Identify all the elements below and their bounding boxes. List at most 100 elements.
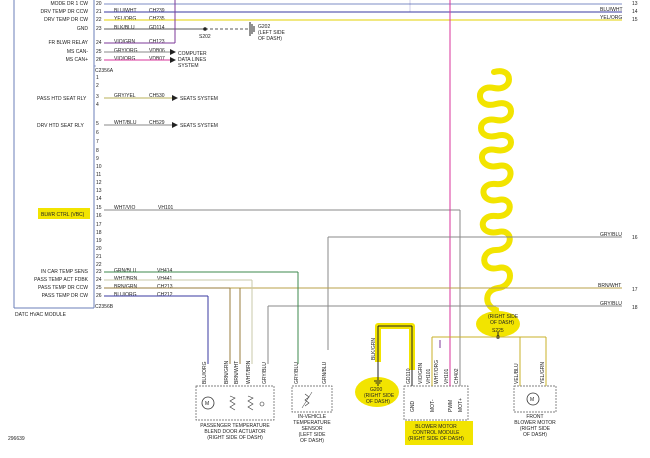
front-blower-title: BLOWER MOTOR (514, 420, 556, 426)
front-blower-wire-color: YEL/GRN (540, 362, 546, 384)
s225-label: S225 (492, 328, 504, 334)
pin-number-bottom: 25 (96, 285, 102, 291)
pin-number-top: 21 (96, 9, 102, 15)
door-actuator-title: (RIGHT SIDE OF DASH) (207, 435, 263, 441)
g200-loc-1: (RIGHT SIDE (364, 393, 395, 399)
wire-color-top: BLU/WHT (114, 8, 137, 14)
blower-module-title: BLOWER MOTOR (415, 424, 457, 430)
wire-color-bottom: BRN/GRN (114, 284, 137, 290)
door-wire-color: BRN/GRN (224, 361, 230, 384)
pin-label-bottom: PASS TEMP ACT FDBK (34, 277, 88, 283)
pin-number-mid: 10 (96, 164, 102, 170)
highlight-blwr-ctrl (38, 208, 90, 219)
wire-color-bottom: WHT/BRN (114, 276, 138, 282)
label-pass-htd: PASS HTD SEAT RLY (37, 96, 87, 102)
pin-number-mid: 17 (96, 222, 102, 228)
computer-data-line-3: SYSTEM (178, 63, 199, 69)
pin-number-mid: 11 (96, 172, 101, 178)
sensor-wire-color: GRY/BLU (294, 362, 300, 384)
circuit-top: GD114 (149, 25, 165, 31)
circuit-drv-htd: CH529 (149, 120, 165, 126)
motor-icon (201, 396, 215, 410)
blower-wire-color: VIO/GRN (418, 362, 424, 384)
ground-g202: S202 G202 (LEFT SIDE OF DASH) (199, 22, 286, 42)
circuit-bottom: VH414 (157, 268, 173, 274)
front-blower: M (513, 337, 557, 413)
circuit-top: VDB06 (149, 48, 165, 54)
pin-number-mid: 3 (96, 94, 99, 100)
pin-number-mid: 7 (96, 139, 99, 145)
right-pin-number: 17 (632, 287, 638, 293)
wire-color-pass-htd: GRY/YEL (114, 93, 136, 99)
right-wire-color: GRY/BLU (600, 301, 622, 307)
seats-system-2: SEATS SYSTEM (180, 123, 218, 129)
blower-module (403, 348, 469, 421)
front-blower-title: FRONT (526, 414, 543, 420)
pin-label-top: DRV TEMP DR CCW (40, 9, 88, 15)
right-pin-number: 18 (632, 305, 638, 311)
sensor-title: TEMPERATURE (293, 420, 331, 426)
pin-label-top: FR BLWR RELAY (48, 40, 88, 46)
pin-label-top: GND (77, 26, 89, 32)
wire-color-top: BLK/BLU (114, 25, 135, 31)
front-blower-title: OF DASH) (523, 432, 547, 438)
pin-label-top: MODE DR 1 CW (51, 1, 89, 7)
highlight-squiggle (477, 68, 514, 335)
pin-number-top: 20 (96, 1, 102, 7)
door-actuator: M (195, 385, 275, 421)
blower-module-title: (RIGHT SIDE OF DASH) (408, 436, 464, 442)
thermistor-icon (304, 393, 310, 407)
module-pins-mid: 12345678910111213141516171819202122GRY/Y… (96, 75, 174, 268)
label-drv-htd: DRV HTD SEAT RLY (37, 123, 85, 129)
front-blower-title: (RIGHT SIDE (520, 426, 551, 432)
right-pin-number: 16 (632, 235, 638, 241)
circuit-top: VDB07 (149, 56, 165, 62)
pin-number-bottom: 23 (96, 269, 102, 275)
pin-number-bottom: 26 (96, 293, 102, 299)
circuit-top: CH239 (149, 8, 165, 14)
pin-number-mid: 9 (96, 156, 99, 162)
blower-wire-color: WHT/ORG (434, 360, 440, 384)
pin-number-top: 22 (96, 17, 102, 23)
pin-label-top: MS CAN- (67, 49, 88, 55)
pin-number-mid: 8 (96, 148, 99, 154)
seats-system-1: SEATS SYSTEM (180, 96, 218, 102)
g202-label: G202 (258, 24, 270, 30)
module-frame: DATC HVAC MODULE C2356A C2356B (13, 0, 114, 318)
splice-s225: (RIGHT SIDE OF DASH) S225 (488, 314, 519, 334)
blower-pin-name: GND (410, 401, 416, 413)
highlight-s225 (476, 311, 520, 337)
wire-color-bottom: BLU/ORG (114, 292, 137, 298)
pin-number-top: 24 (96, 40, 102, 46)
sensor-title: OF DASH) (300, 438, 324, 444)
circuit-top: CH123 (149, 39, 165, 45)
pin-number-mid: 14 (96, 196, 102, 202)
highlight-g200-wire (375, 323, 415, 370)
right-wire-color: YEL/ORG (600, 15, 622, 21)
s202-label: S202 (199, 34, 211, 40)
wire-color-drv-htd: WHT/BLU (114, 120, 137, 126)
right-wire-color: BLU/WHT (600, 7, 623, 13)
right-wire-color: BRN/WHT (598, 283, 621, 289)
door-wire-color: GRY/BLU (262, 362, 268, 384)
blower-wire-color: CH402 (454, 368, 460, 384)
pin-number-top: 23 (96, 26, 102, 32)
front-blower-wire-color: VEL/BLU (514, 363, 520, 384)
pin-label-top: MS CAN+ (66, 57, 88, 63)
blower-pin-name: MOT+ (458, 398, 464, 412)
door-wire-color: WHT/BRN (246, 360, 252, 384)
connector-c2356a: C2356A (95, 68, 114, 74)
right-wire-color: GRY/BLU (600, 232, 622, 238)
pin-number-mid: 18 (96, 230, 102, 236)
pin-number-mid: 6 (96, 130, 99, 136)
highlight-blower-module-label (405, 421, 473, 445)
computer-data-line-2: DATA LINES (178, 57, 207, 63)
blower-wire-color: VH101 (426, 368, 432, 384)
